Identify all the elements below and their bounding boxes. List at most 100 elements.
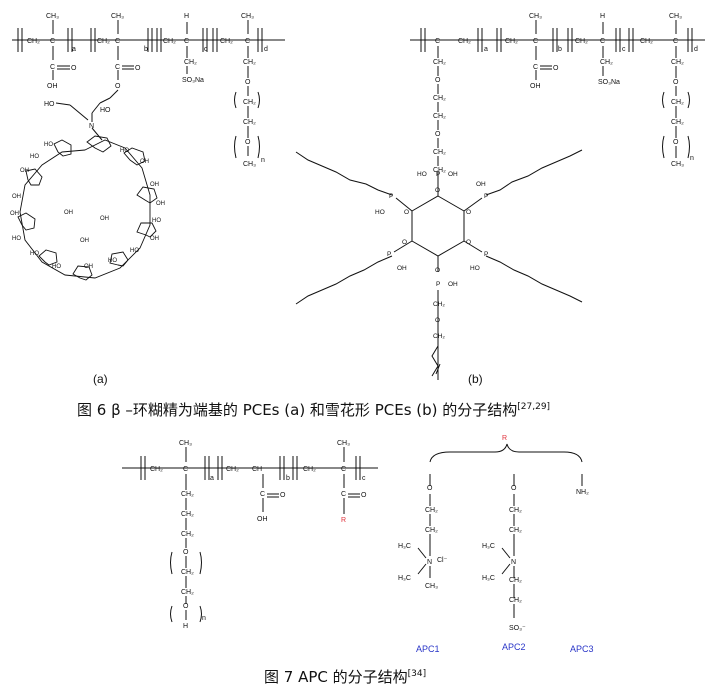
atom-label: HO xyxy=(470,265,480,272)
atom-label: CH₂ xyxy=(184,59,197,66)
citation-reference: [34] xyxy=(407,669,427,679)
atom-label: CH₂ xyxy=(433,333,445,340)
atom-label: CH₃ xyxy=(111,13,124,20)
unit-subscript: n xyxy=(690,155,694,162)
fig7-labels: CH₃ CH₃ CH₂ C CH₂ CH CH₂ C a b c CH₂ CH₂… xyxy=(150,440,367,630)
unit-subscript: b xyxy=(144,46,148,53)
atom-label: CH₂ xyxy=(181,569,194,576)
atom-label: P xyxy=(484,251,488,258)
fig6b-labels: CH₃ H CH₃ C CH₂ CH₂ C CH₂ C CH₂ C a b c … xyxy=(433,13,698,174)
atom-label: CH₃ xyxy=(243,161,256,168)
fig6b-polymer xyxy=(410,20,705,166)
atom-label: O xyxy=(673,79,679,86)
beta-cyclodextrin-hydroxyls: HO HO OH OH OH HO HO HO OH HO HO OH HO O… xyxy=(10,142,165,270)
atom-label: CH₃ xyxy=(46,13,59,20)
atom-label: CH₂ xyxy=(181,589,194,596)
fig7-polymer xyxy=(122,447,378,623)
atom-label: C xyxy=(533,38,538,45)
unit-subscript: c xyxy=(622,46,626,53)
atom-label: CH₂ xyxy=(181,531,194,538)
atom-label: OH xyxy=(47,83,58,90)
atom-label: CH₂ xyxy=(97,38,110,45)
snowflake-core xyxy=(295,149,583,380)
variant-label-apc1: APC1 xyxy=(416,644,440,654)
atom-label: H₃C xyxy=(482,575,495,582)
atom-label: OH xyxy=(84,264,93,270)
atom-label: CH₂ xyxy=(575,38,588,45)
beta-cyclodextrin-ring xyxy=(17,135,158,281)
figure-7-caption: 图 7 APC 的分子结构[34] xyxy=(264,666,426,687)
atom-label: Cl⁻ xyxy=(437,557,448,564)
atom-label: O xyxy=(553,65,559,72)
unit-subscript: d xyxy=(264,46,268,53)
unit-subscript: b xyxy=(558,46,562,53)
atom-label: O xyxy=(435,77,441,84)
atom-label: HO xyxy=(108,258,117,264)
atom-label: SO₃Na xyxy=(598,79,620,86)
atom-label: CH₂ xyxy=(433,149,446,156)
atom-label: CH₂ xyxy=(181,491,194,498)
atom-label: O xyxy=(427,485,433,492)
atom-label: P xyxy=(436,171,440,178)
atom-label: OH xyxy=(64,210,73,216)
atom-label: CH₂ xyxy=(27,38,40,45)
atom-label: NH₂ xyxy=(576,489,589,496)
atom-label: O xyxy=(404,209,409,216)
panel-a-label: (a) xyxy=(93,372,108,386)
atom-label: O xyxy=(115,83,121,90)
atom-label: CH₂ xyxy=(671,59,684,66)
unit-subscript: a xyxy=(72,46,76,53)
unit-subscript: d xyxy=(694,46,698,53)
atom-label: OH xyxy=(397,265,407,272)
atom-label: CH₂ xyxy=(303,466,316,473)
atom-label: O xyxy=(245,139,251,146)
atom-label: CH₃ xyxy=(241,13,254,20)
atom-label: CH₃ xyxy=(337,440,350,447)
atom-label: CH₂ xyxy=(640,38,653,45)
atom-label: CH₂ xyxy=(671,119,684,126)
atom-label: CH₂ xyxy=(220,38,233,45)
atom-label: CH₂ xyxy=(425,527,438,534)
atom-label: CH₂ xyxy=(226,466,239,473)
figure-6-caption: 图 6 β –环糊精为端基的 PCEs (a) 和雪花形 PCEs (b) 的分… xyxy=(77,399,550,420)
atom-label: OH xyxy=(150,182,159,188)
atom-label: O xyxy=(435,317,440,324)
atom-label: CH₃ xyxy=(669,13,682,20)
atom-label: HO xyxy=(375,209,385,216)
atom-label: C xyxy=(533,64,538,71)
unit-subscript: c xyxy=(362,475,366,482)
atom-label: C xyxy=(184,38,189,45)
unit-subscript: a xyxy=(210,475,214,482)
atom-label: O xyxy=(435,267,440,274)
caption-text: 图 6 β –环糊精为端基的 PCEs (a) 和雪花形 PCEs (b) 的分… xyxy=(77,401,518,419)
variant-label-apc2: APC2 xyxy=(502,642,526,652)
atom-label: HO xyxy=(130,248,139,254)
atom-label: C xyxy=(50,64,55,71)
variant-label-apc3: APC3 xyxy=(570,644,594,654)
atom-label: HO xyxy=(12,236,21,242)
snowflake-core-labels: HO P OH O P HO P OH P OH P HO O P OH CH₂… xyxy=(375,171,488,340)
atom-label: N xyxy=(89,123,94,130)
atom-label: CH₃ xyxy=(179,440,192,447)
atom-label: C xyxy=(341,466,346,473)
atom-label: CH₂ xyxy=(150,466,163,473)
atom-label: H₃C xyxy=(398,575,411,582)
atom-label: OH xyxy=(448,281,458,288)
atom-label: HO xyxy=(152,218,161,224)
unit-subscript: b xyxy=(286,475,290,482)
atom-label: O xyxy=(280,492,286,499)
atom-label: O xyxy=(183,549,189,556)
unit-subscript: n xyxy=(202,615,206,622)
atom-label: HO xyxy=(44,142,53,148)
r-group-label: R xyxy=(341,517,346,524)
atom-label: O xyxy=(511,485,517,492)
atom-label: C xyxy=(260,491,265,498)
r-group-label: R xyxy=(502,435,507,442)
panel-b-label: (b) xyxy=(468,372,483,386)
atom-label: HO xyxy=(100,107,111,114)
atom-label: HO xyxy=(30,251,39,257)
unit-subscript: c xyxy=(204,46,208,53)
atom-label: O xyxy=(135,65,141,72)
fig7-r-group-labels: R O CH₂ CH₂ H₃C N Cl⁻ H₃C CH₃ O CH₂ CH₂ … xyxy=(398,435,589,632)
